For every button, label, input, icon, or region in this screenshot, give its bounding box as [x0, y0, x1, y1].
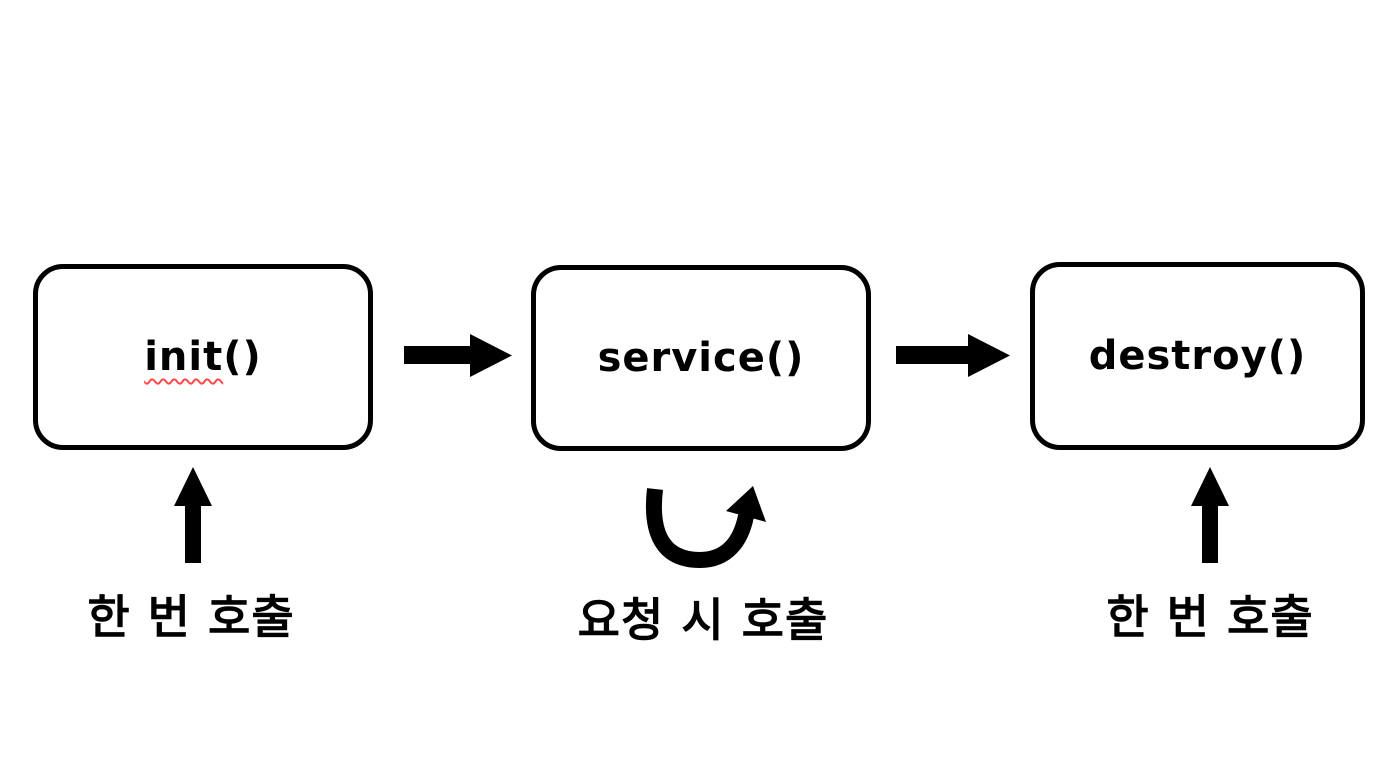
box-service: service() [531, 265, 871, 451]
arrow-uturn-up-icon [646, 486, 766, 569]
box-destroy-label-parens: () [1267, 333, 1307, 379]
box-init: init() [33, 264, 373, 450]
caption-destroy-called-once: 한 번 호출 [1106, 590, 1314, 644]
arrow-right-icon [404, 334, 512, 377]
box-destroy-label: destroy() [1089, 333, 1307, 379]
box-destroy-label-word: destroy [1088, 333, 1268, 379]
box-service-label-parens: () [765, 335, 805, 381]
box-init-label: init() [144, 334, 262, 380]
box-init-label-parens: () [223, 334, 262, 380]
box-destroy: destroy() [1030, 262, 1365, 450]
arrow-up-icon [1191, 467, 1229, 563]
box-init-label-word: init [144, 334, 224, 380]
caption-service-called-per-request: 요청 시 호출 [577, 593, 829, 647]
arrow-right-icon [896, 334, 1010, 377]
box-service-label-word: service [597, 335, 766, 381]
box-service-label: service() [598, 335, 805, 381]
arrow-up-icon [174, 467, 212, 563]
caption-init-called-once: 한 번 호출 [87, 590, 295, 644]
